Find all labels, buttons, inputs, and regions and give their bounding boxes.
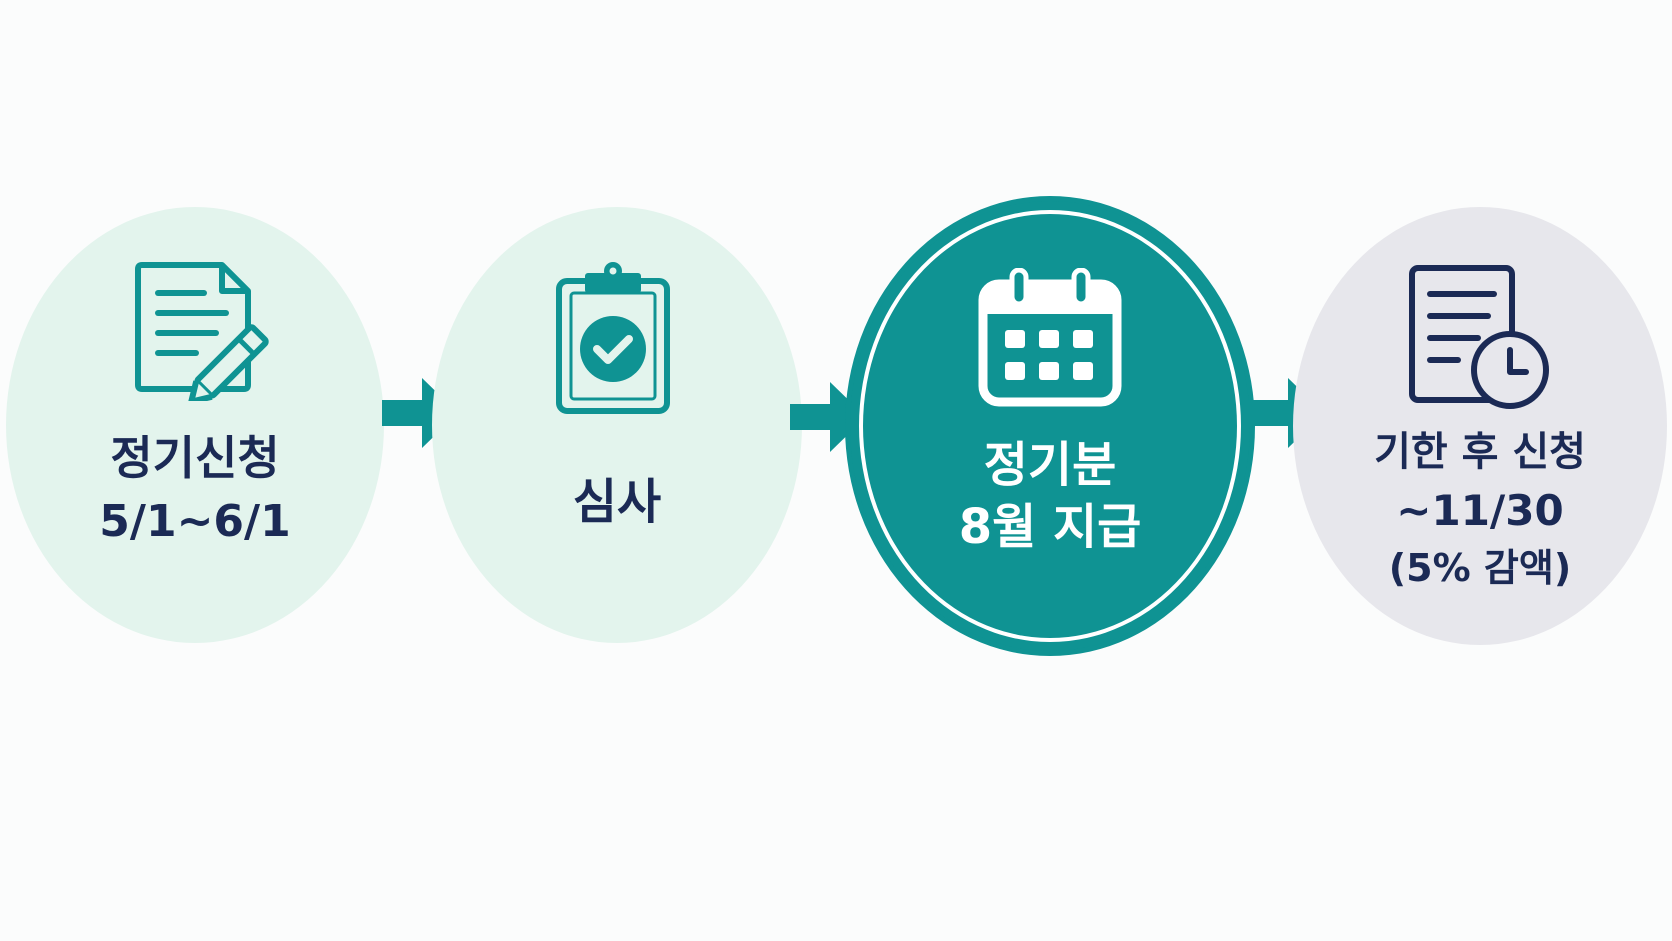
step-late-application: 기한 후 신청 ~11/30 (5% 감액) (1293, 207, 1667, 645)
step-title: 기한 후 신청 (1374, 429, 1586, 475)
highlight-inner-ring (859, 210, 1241, 642)
step-period: 5/1~6/1 (99, 496, 291, 547)
document-clock-icon (1409, 265, 1549, 409)
step-title: 정기분 (983, 437, 1117, 493)
step-penalty-note: (5% 감액) (1388, 546, 1572, 590)
step-review: 심사 (432, 207, 802, 643)
document-pencil-icon (135, 262, 269, 401)
step-title: 심사 (572, 474, 662, 530)
step-regular-payment: 정기분 8월 지급 (845, 196, 1255, 656)
calendar-icon (978, 268, 1122, 407)
clipboard-check-icon (556, 262, 670, 414)
step-regular-application: 정기신청 5/1~6/1 (6, 207, 384, 643)
step-payment-month: 8월 지급 (958, 499, 1142, 555)
step-title: 정기신청 (110, 431, 280, 485)
step-deadline: ~11/30 (1396, 486, 1564, 535)
